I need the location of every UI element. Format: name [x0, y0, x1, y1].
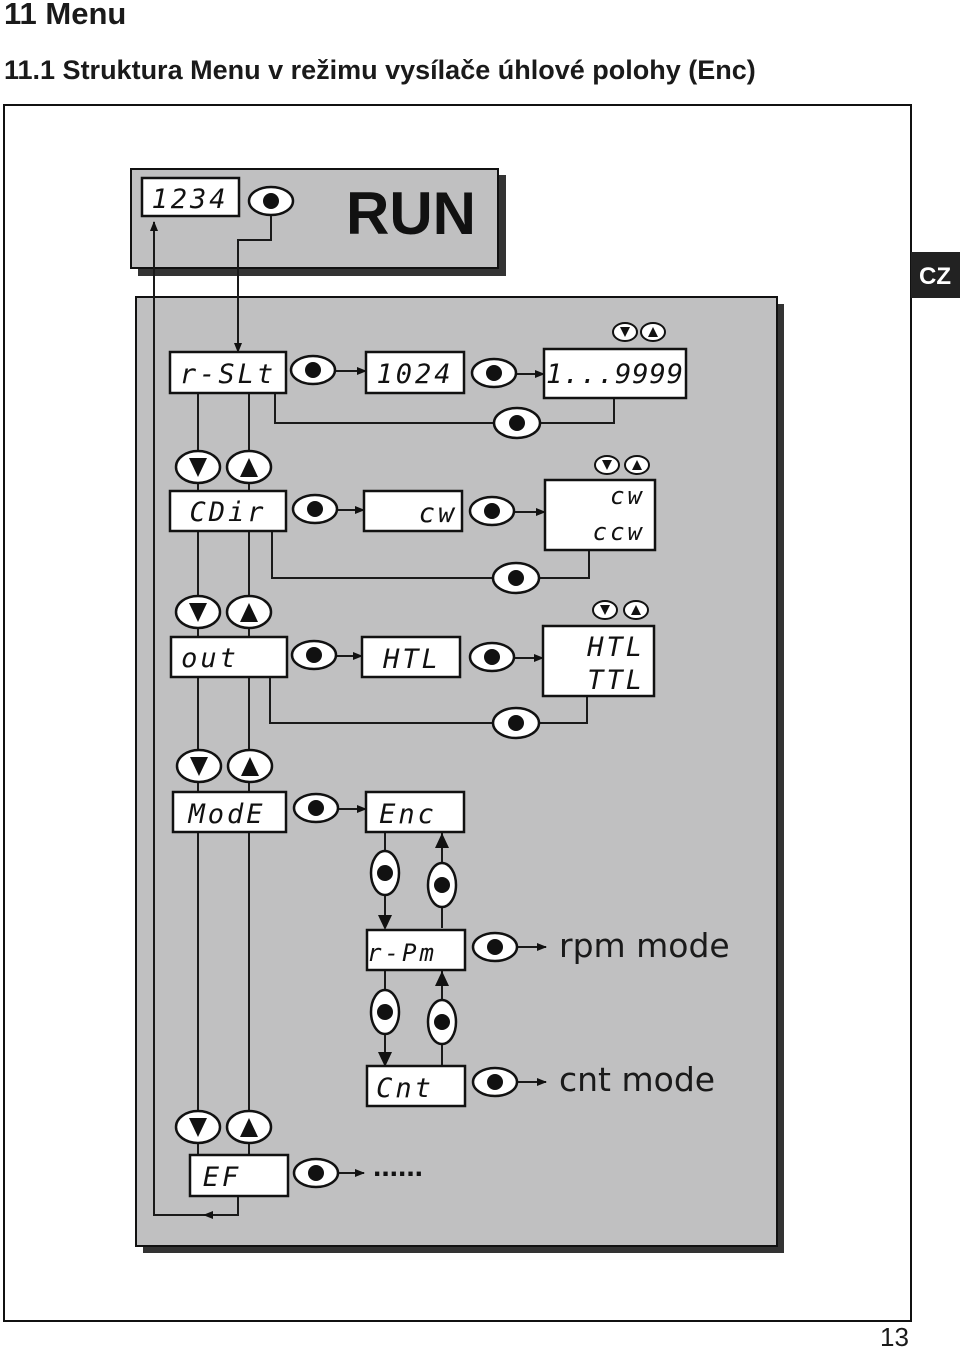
- set-button-icon[interactable]: [369, 988, 401, 1036]
- param-rslt-label: r-SLt: [180, 359, 276, 390]
- rpm-up-arrow: [435, 971, 449, 986]
- down-button-icon[interactable]: [612, 322, 638, 342]
- option-cdir-2: ccw: [593, 518, 645, 546]
- down-button-icon[interactable]: [592, 600, 618, 620]
- param-display-out[interactable]: [169, 635, 289, 679]
- set-button-icon[interactable]: [470, 357, 518, 389]
- set-button-icon[interactable]: [471, 1066, 519, 1098]
- submode-rpm-label: r-Pm: [367, 939, 437, 967]
- value-display-mode: [364, 790, 466, 834]
- value-display-rslt: [364, 350, 466, 395]
- up-button-icon[interactable]: [225, 594, 273, 630]
- down-button-icon[interactable]: [174, 594, 222, 630]
- language-tab: [911, 252, 960, 298]
- set-button-icon[interactable]: [289, 354, 337, 386]
- param-out-label: out: [181, 643, 239, 674]
- up-button-icon[interactable]: [225, 449, 273, 485]
- up-button-icon[interactable]: [640, 322, 666, 342]
- run-display-value: 1234: [151, 184, 228, 215]
- value-out-label: HTL: [382, 644, 441, 675]
- down-button-icon[interactable]: [175, 748, 223, 784]
- value-display-out: [360, 635, 462, 679]
- set-button-icon[interactable]: [426, 861, 458, 909]
- set-button-icon[interactable]: [468, 641, 516, 673]
- down-button-icon[interactable]: [174, 449, 222, 485]
- rpm-down-arrow: [378, 1052, 392, 1067]
- set-button-icon[interactable]: [426, 998, 458, 1046]
- option-out-2: TTL: [587, 665, 645, 696]
- row3-return-line: [269, 677, 588, 724]
- value-display-cdir: [362, 489, 464, 533]
- down-button-icon[interactable]: [594, 455, 620, 475]
- return-to-run-line: [150, 221, 239, 1216]
- range-rslt-label: 1...9999: [546, 359, 684, 390]
- set-button-icon[interactable]: [492, 406, 542, 440]
- options-display-cdir: [543, 478, 657, 552]
- range-display-rslt: [542, 347, 688, 400]
- param-mode-label: ModE: [187, 799, 265, 830]
- option-cdir-1: cw: [610, 482, 645, 510]
- param-cdir-label: CDir: [189, 497, 266, 528]
- submode-display-cnt[interactable]: [365, 1064, 467, 1108]
- param-display-cdir[interactable]: [168, 489, 288, 533]
- set-button-icon[interactable]: [471, 931, 519, 963]
- run-display: [140, 176, 241, 218]
- row2-return-line: [271, 531, 590, 579]
- up-button-icon[interactable]: [225, 1109, 273, 1145]
- run-to-menu-line: [234, 216, 272, 353]
- set-button-icon[interactable]: [290, 639, 338, 671]
- set-button-icon[interactable]: [247, 185, 295, 217]
- param-display-ef[interactable]: [188, 1153, 290, 1198]
- ef-continuation: ......: [373, 1150, 423, 1183]
- down-button-icon[interactable]: [174, 1109, 222, 1145]
- submode-cnt-label: Cnt: [376, 1073, 434, 1104]
- enc-down-arrow: [378, 915, 392, 930]
- param-ef-label: EF: [203, 1162, 242, 1193]
- set-button-icon[interactable]: [491, 706, 541, 740]
- enc-up-arrow: [435, 833, 449, 848]
- set-button-icon[interactable]: [369, 849, 401, 897]
- cnt-mode-label: cnt mode: [559, 1060, 715, 1099]
- up-button-icon[interactable]: [226, 748, 274, 784]
- subsection-title: 11.1 Struktura Menu v režimu vysílače úh…: [4, 55, 756, 85]
- run-label: RUN: [346, 180, 476, 247]
- language-tab-label: CZ: [919, 263, 951, 290]
- submode-display-rpm[interactable]: [365, 928, 467, 972]
- up-button-icon[interactable]: [624, 455, 650, 475]
- section-title: 11 Menu: [4, 0, 127, 31]
- set-button-icon[interactable]: [292, 1157, 340, 1189]
- set-button-icon[interactable]: [292, 792, 340, 824]
- option-out-1: HTL: [586, 632, 645, 663]
- set-button-icon[interactable]: [468, 495, 516, 527]
- page-number: 13: [880, 1322, 909, 1352]
- set-button-icon[interactable]: [291, 493, 339, 525]
- options-display-out: [541, 624, 656, 698]
- param-display-rslt[interactable]: [168, 350, 288, 395]
- value-mode-label: Enc: [379, 799, 437, 830]
- up-button-icon[interactable]: [623, 600, 649, 620]
- param-display-mode[interactable]: [171, 790, 288, 834]
- row1-return-line: [274, 393, 615, 424]
- rpm-mode-label: rpm mode: [559, 926, 730, 965]
- set-button-icon[interactable]: [491, 561, 541, 595]
- value-rslt-label: 1024: [376, 359, 453, 390]
- value-cdir-label: cw: [419, 498, 458, 529]
